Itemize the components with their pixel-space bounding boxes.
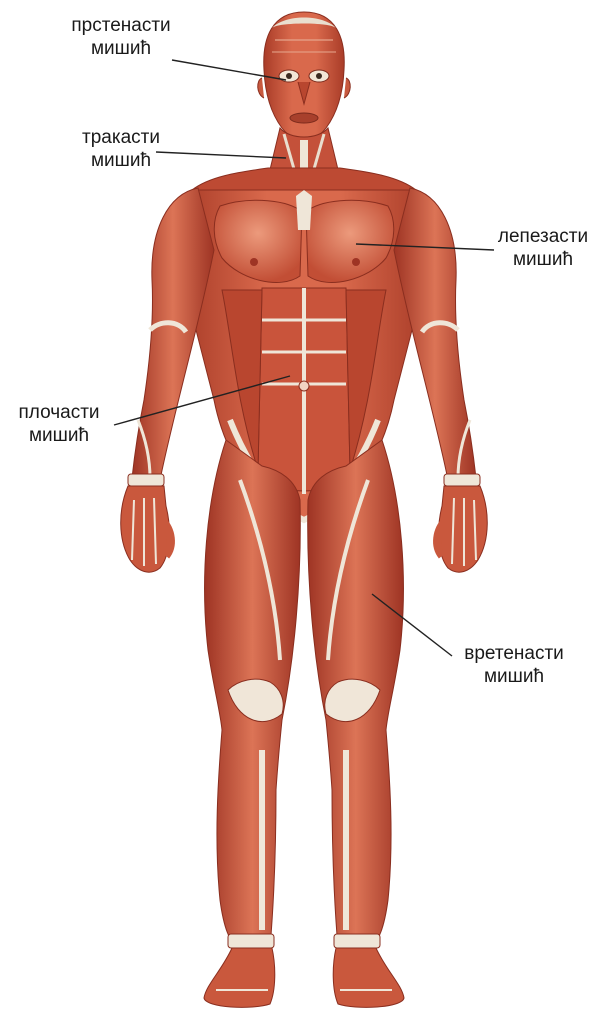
label-strap-muscle: тракасти мишић [46, 126, 196, 172]
label-ring-muscle-line2: мишић [46, 37, 196, 60]
label-fan-muscle: лепезасти мишић [483, 225, 603, 271]
label-strap-muscle-line2: мишић [46, 149, 196, 172]
left-arm [121, 188, 214, 572]
label-ring-muscle-line1: прстенасти [46, 14, 196, 37]
label-ring-muscle: прстенасти мишић [46, 14, 196, 60]
label-spindle-muscle-line2: мишић [440, 665, 588, 688]
label-flat-muscle-line1: плочасти [0, 401, 118, 424]
label-fan-muscle-line2: мишић [483, 248, 603, 271]
label-flat-muscle-line2: мишић [0, 424, 118, 447]
right-leg [308, 440, 404, 1007]
label-spindle-muscle-line1: вретенасти [440, 642, 588, 665]
label-spindle-muscle: вретенасти мишић [440, 642, 588, 688]
left-leg [204, 440, 300, 1007]
label-fan-muscle-line1: лепезасти [483, 225, 603, 248]
label-strap-muscle-line1: тракасти [46, 126, 196, 149]
label-flat-muscle: плочасти мишић [0, 401, 118, 447]
